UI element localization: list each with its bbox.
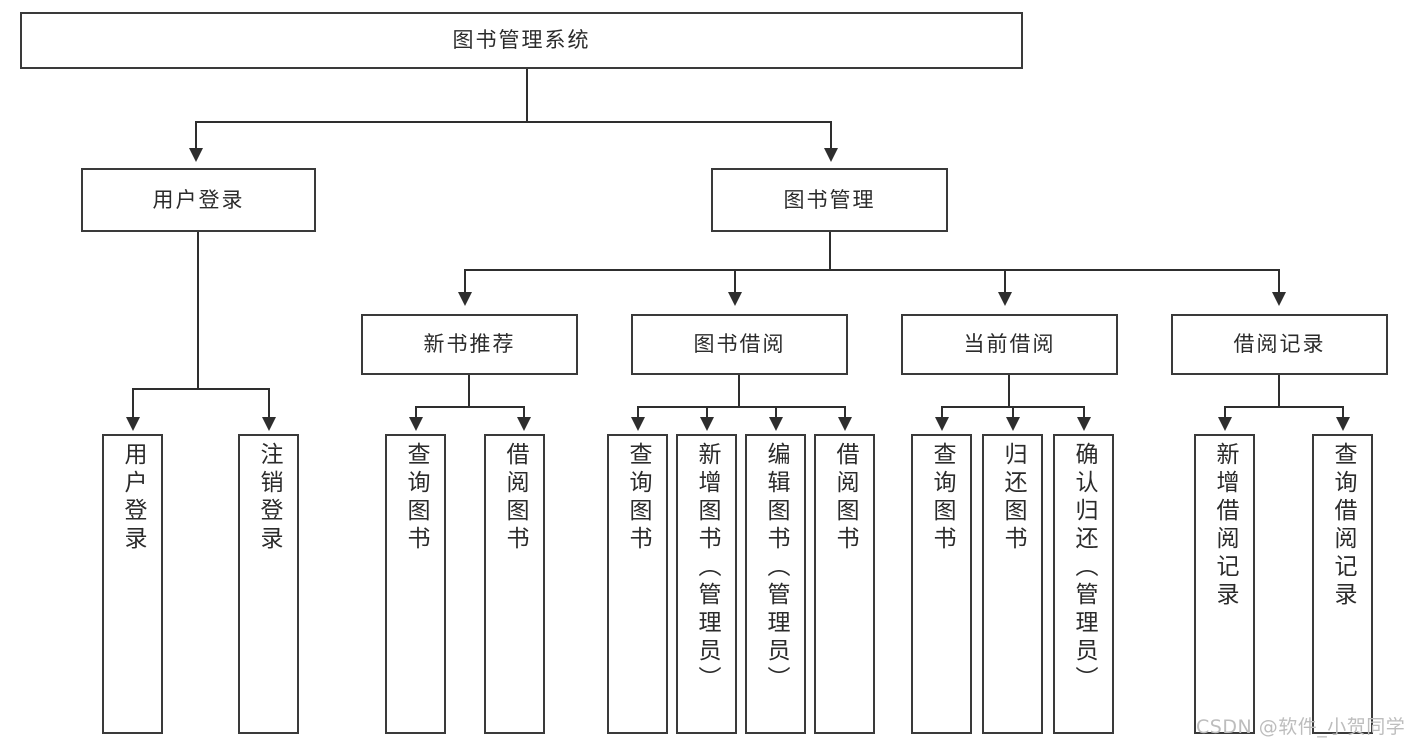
arrow-bb-to-leaf-3 [769, 417, 783, 431]
leaf-new-book-borrow-book[interactable]: 借阅图书 [484, 434, 545, 734]
arrow-bm-to-book-borrow [728, 292, 742, 306]
leaf-label: 编辑图书（管理员） [763, 442, 789, 694]
node-new-book-recommend[interactable]: 新书推荐 [361, 314, 578, 375]
leaf-user-login-login[interactable]: 用户登录 [102, 434, 163, 734]
csdn-watermark: CSDN @软件_小贺同学 [1196, 716, 1405, 738]
leaf-label: 归还图书 [1000, 442, 1026, 554]
connector-br-to-leaf-1 [1224, 406, 1226, 420]
arrow-root-to-book-management [824, 148, 838, 162]
connector-cb-to-leaf-2 [1012, 406, 1014, 420]
node-label: 新书推荐 [423, 332, 516, 357]
leaf-label: 借阅图书 [502, 442, 528, 554]
connector-user-login-bus [132, 388, 268, 390]
leaf-label: 新增图书（管理员） [694, 442, 720, 694]
node-root-book-management-system[interactable]: 图书管理系统 [20, 12, 1023, 69]
leaf-label: 确认归还（管理员） [1071, 442, 1097, 694]
arrow-root-to-user-login [189, 148, 203, 162]
connector-borrow-record-stem [1278, 375, 1280, 407]
leaf-book-borrow-add-book-admin[interactable]: 新增图书（管理员） [676, 434, 737, 734]
connector-book-management-bus [464, 269, 1280, 271]
node-label: 图书管理 [783, 187, 876, 212]
arrow-bm-to-borrow-record [1272, 292, 1286, 306]
connector-new-book-stem [468, 375, 470, 407]
connector-root-stem [526, 69, 528, 122]
leaf-new-book-query-book[interactable]: 查询图书 [385, 434, 446, 734]
connector-cb-to-leaf-3 [1083, 406, 1085, 420]
connector-nb-to-leaf-1 [415, 406, 417, 420]
leaf-label: 查询图书 [403, 442, 429, 554]
connector-bb-to-leaf-4 [844, 406, 846, 420]
leaf-borrow-record-query-record[interactable]: 查询借阅记录 [1312, 434, 1373, 734]
connector-bm-to-borrow-record [1278, 269, 1280, 295]
connector-user-login-to-leaf-1 [132, 388, 134, 420]
node-label: 当前借阅 [963, 332, 1056, 357]
node-borrow-record[interactable]: 借阅记录 [1171, 314, 1388, 375]
node-book-borrow[interactable]: 图书借阅 [631, 314, 848, 375]
connector-current-borrow-stem [1008, 375, 1010, 407]
connector-root-bus [195, 121, 832, 123]
leaf-label: 用户登录 [120, 442, 146, 554]
leaf-label: 查询借阅记录 [1330, 442, 1356, 610]
arrow-nb-to-leaf-2 [517, 417, 531, 431]
connector-root-to-user-login [195, 121, 197, 151]
connector-root-to-book-management [830, 121, 832, 151]
arrow-bb-to-leaf-2 [700, 417, 714, 431]
arrow-nb-to-leaf-1 [409, 417, 423, 431]
leaf-label: 查询图书 [929, 442, 955, 554]
arrow-user-login-to-leaf-1 [126, 417, 140, 431]
connector-user-login-to-leaf-2 [268, 388, 270, 420]
connector-bb-to-leaf-2 [706, 406, 708, 420]
connector-book-borrow-stem [738, 375, 740, 407]
connector-bm-to-new-book [464, 269, 466, 295]
node-user-login[interactable]: 用户登录 [81, 168, 316, 232]
arrow-bb-to-leaf-1 [631, 417, 645, 431]
connector-borrow-record-bus [1224, 406, 1342, 408]
connector-bm-to-book-borrow [734, 269, 736, 295]
leaf-book-borrow-borrow-book[interactable]: 借阅图书 [814, 434, 875, 734]
leaf-label: 查询图书 [625, 442, 651, 554]
connector-nb-to-leaf-2 [523, 406, 525, 420]
connector-bm-to-current-borrow [1004, 269, 1006, 295]
node-current-borrow[interactable]: 当前借阅 [901, 314, 1118, 375]
connector-user-login-stem [197, 232, 199, 389]
leaf-label: 注销登录 [256, 442, 282, 554]
arrow-user-login-to-leaf-2 [262, 417, 276, 431]
leaf-label: 新增借阅记录 [1212, 442, 1238, 610]
node-label: 借阅记录 [1233, 332, 1326, 357]
leaf-current-borrow-query-book[interactable]: 查询图书 [911, 434, 972, 734]
node-label: 用户登录 [152, 187, 245, 212]
leaf-user-login-logout[interactable]: 注销登录 [238, 434, 299, 734]
arrow-bm-to-new-book [458, 292, 472, 306]
connector-bb-to-leaf-1 [637, 406, 639, 420]
connector-new-book-bus [415, 406, 523, 408]
arrow-cb-to-leaf-1 [935, 417, 949, 431]
arrow-br-to-leaf-1 [1218, 417, 1232, 431]
connector-bb-to-leaf-3 [775, 406, 777, 420]
connector-br-to-leaf-2 [1342, 406, 1344, 420]
node-book-management[interactable]: 图书管理 [711, 168, 948, 232]
arrow-br-to-leaf-2 [1336, 417, 1350, 431]
arrow-bm-to-current-borrow [998, 292, 1012, 306]
arrow-cb-to-leaf-2 [1006, 417, 1020, 431]
connector-cb-to-leaf-1 [941, 406, 943, 420]
arrow-bb-to-leaf-4 [838, 417, 852, 431]
leaf-borrow-record-add-record[interactable]: 新增借阅记录 [1194, 434, 1255, 734]
leaf-current-borrow-return-book[interactable]: 归还图书 [982, 434, 1043, 734]
node-label: 图书管理系统 [452, 28, 591, 53]
arrow-cb-to-leaf-3 [1077, 417, 1091, 431]
leaf-current-borrow-confirm-return-admin[interactable]: 确认归还（管理员） [1053, 434, 1114, 734]
connector-book-management-stem [829, 232, 831, 270]
connector-book-borrow-bus [637, 406, 845, 408]
leaf-book-borrow-edit-book-admin[interactable]: 编辑图书（管理员） [745, 434, 806, 734]
leaf-book-borrow-query-book[interactable]: 查询图书 [607, 434, 668, 734]
leaf-label: 借阅图书 [832, 442, 858, 554]
node-label: 图书借阅 [693, 332, 786, 357]
